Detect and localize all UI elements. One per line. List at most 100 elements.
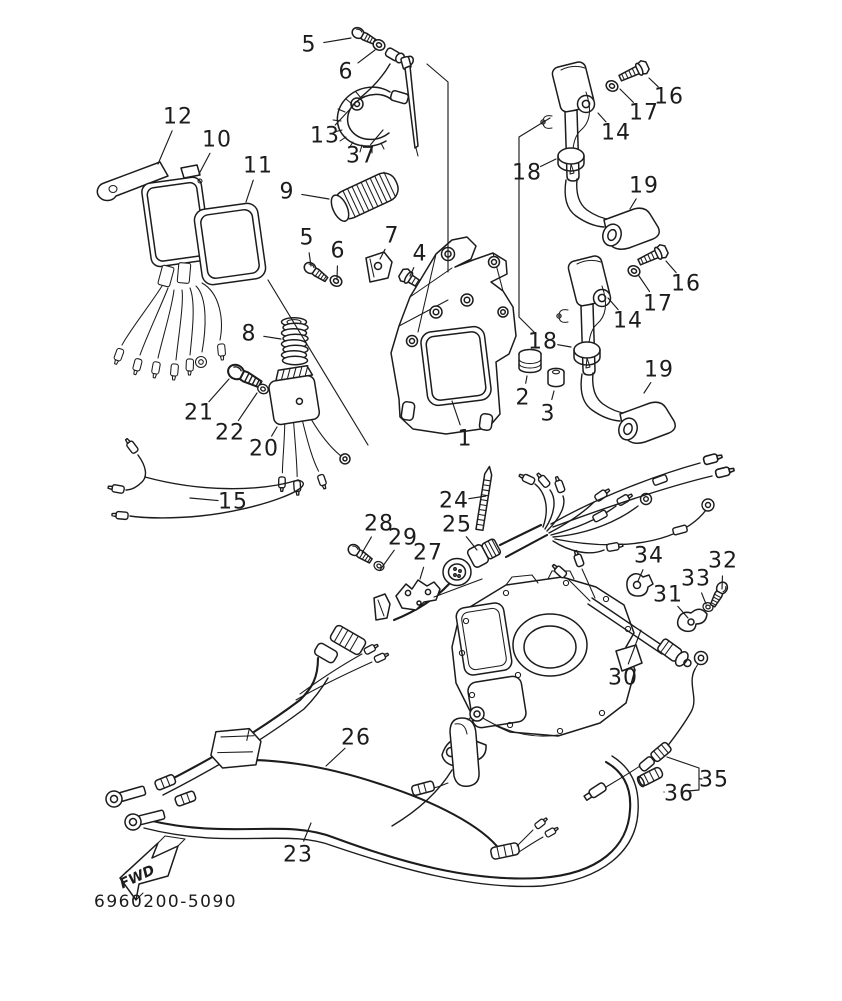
callout-leader — [323, 37, 352, 44]
callout-label-4: 4 — [413, 242, 428, 267]
bolt-32-art — [707, 579, 731, 609]
clamp-loop-37-art — [332, 86, 410, 154]
callout-group-line — [433, 578, 483, 598]
sleeve-36-art — [636, 766, 664, 788]
callout-leader — [308, 252, 312, 267]
callout-leader — [198, 152, 211, 175]
callout-label-28: 28 — [364, 512, 394, 537]
callout-leader — [334, 105, 354, 126]
callout-label-20: 20 — [249, 437, 279, 462]
callout-label-30: 30 — [608, 666, 638, 691]
callout-leader — [189, 497, 219, 502]
callout-leader — [157, 130, 173, 165]
ignition-coil-lower-art — [556, 242, 676, 444]
callout-label-6: 6 — [339, 60, 354, 85]
callout-label-25: 25 — [442, 513, 472, 538]
callout-label-22: 22 — [215, 421, 245, 446]
callout-leader — [557, 344, 572, 348]
callout-label-10: 10 — [202, 128, 232, 153]
corrugated-tube-9-art — [330, 171, 399, 222]
spring-8-art — [280, 317, 309, 366]
ignition-coil-upper-art — [540, 58, 660, 250]
callout-label-32: 32 — [708, 549, 738, 574]
callout-leader — [648, 77, 659, 88]
callout-label-18: 18 — [512, 161, 542, 186]
dipstick-rod-art — [400, 55, 419, 157]
callout-leader — [665, 260, 677, 274]
callout-leader — [629, 198, 637, 210]
callout-leader — [379, 248, 386, 260]
callout-leader — [361, 536, 372, 554]
callout-label-7: 7 — [385, 224, 400, 249]
callout-group-line — [426, 63, 449, 273]
callout-leader — [597, 112, 607, 123]
callout-label-18: 18 — [528, 330, 558, 355]
callout-leader — [237, 392, 258, 422]
callout-label-37: 37 — [346, 144, 376, 169]
callout-label-16: 16 — [654, 85, 684, 110]
clamp-7-art — [365, 251, 393, 283]
fwd-arrow-icon — [119, 835, 186, 901]
callout-group-line — [267, 279, 369, 446]
cdi-bracket-art — [96, 161, 169, 202]
harness-25-art — [156, 451, 736, 796]
callout-leader — [271, 426, 278, 437]
callout-label-12: 12 — [163, 105, 193, 130]
callout-label-9: 9 — [280, 180, 295, 205]
clamp-31-art — [676, 608, 708, 633]
callout-label-19: 19 — [629, 174, 659, 199]
callout-label-23: 23 — [283, 843, 313, 868]
callout-label-5: 5 — [302, 33, 317, 58]
callout-leader — [325, 747, 346, 767]
callout-label-5: 5 — [300, 226, 315, 251]
callout-label-17: 17 — [629, 101, 659, 126]
wire-15-art — [106, 436, 304, 521]
callout-leader — [379, 549, 395, 571]
mount-bracket-1-art — [390, 236, 517, 435]
callout-leader — [465, 536, 478, 551]
callout-leader — [677, 605, 689, 619]
callout-label-29: 29 — [388, 526, 418, 551]
callout-label-16: 16 — [671, 272, 701, 297]
screw-5-top-art — [349, 24, 388, 53]
callout-leader — [619, 88, 634, 103]
callout-leader — [539, 158, 557, 168]
callout-label-24: 24 — [439, 489, 469, 514]
callout-leader — [208, 378, 230, 403]
callout-leader — [409, 267, 415, 277]
callout-leader — [245, 179, 254, 203]
callout-label-31: 31 — [653, 583, 683, 608]
callout-label-14: 14 — [601, 121, 631, 146]
callout-leader — [700, 592, 707, 605]
callout-leader — [451, 400, 461, 426]
grommet-3-art — [547, 367, 565, 388]
callout-leader — [301, 193, 330, 200]
callout-leader — [525, 375, 528, 384]
callout-leader — [303, 822, 312, 842]
callout-leader — [419, 566, 425, 580]
callout-leader — [638, 275, 651, 293]
cylinder-block-art — [451, 570, 643, 737]
callout-label-19: 19 — [644, 358, 674, 383]
cdi-wire-bundle-art — [111, 262, 227, 382]
callout-group-line — [518, 117, 551, 335]
part-number-text: 6960200-5090 — [94, 892, 237, 912]
callout-label-17: 17 — [643, 292, 673, 317]
pin-24-art — [475, 465, 493, 532]
callout-label-35: 35 — [699, 768, 729, 793]
callout-leader — [637, 569, 644, 582]
callout-label-21: 21 — [184, 401, 214, 426]
callout-group-line — [666, 756, 700, 792]
callout-label-15: 15 — [218, 490, 248, 515]
callout-label-8: 8 — [242, 322, 257, 347]
callout-leader — [468, 495, 487, 500]
callout-leader — [607, 297, 619, 311]
callout-leader — [627, 629, 642, 665]
cdi-unit-art — [141, 164, 267, 286]
callout-leader — [370, 129, 384, 146]
callout-label-13: 13 — [310, 124, 340, 149]
wire-30-art — [549, 548, 692, 668]
callout-label-26: 26 — [341, 726, 371, 751]
grommet-2-art — [518, 348, 542, 374]
rectifier-20-art — [268, 364, 351, 496]
